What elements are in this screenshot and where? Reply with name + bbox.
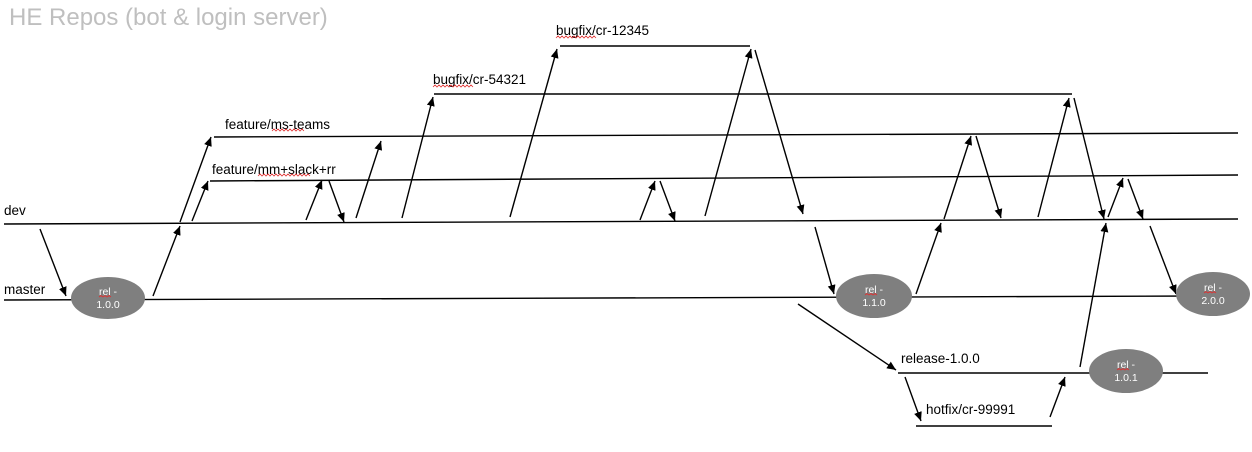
- arrow-master-to-release: [797, 303, 897, 371]
- arrow-dev-to-mm-2: [305, 179, 323, 221]
- label-dev: dev: [4, 203, 26, 218]
- arrow-master-to-dev-2: [915, 222, 942, 295]
- branch-line-feature-mm: [209, 174, 1239, 182]
- arrow-hotfix-to-release: [1049, 376, 1066, 418]
- branch-line-feature-ms-teams: [213, 132, 1239, 138]
- label-bugfix-12345: bugfix/cr-12345: [556, 23, 649, 38]
- tag-rel-1-1-0: rel - 1.1.0: [836, 274, 912, 318]
- arrow-dev-to-bugfix-12345: [509, 48, 559, 218]
- arrow-bugfix-12345-to-dev: [754, 49, 805, 215]
- tag-rel-1-0-1-line2: 1.0.1: [1114, 372, 1138, 384]
- tag-rel-2-0-0-line1: rel -: [1204, 282, 1223, 294]
- tag-rel-1-1-0-line2: 1.1.0: [862, 297, 886, 309]
- label-hotfix: hotfix/cr-99991: [926, 402, 1015, 417]
- spellcheck-underlines: [257, 35, 597, 177]
- label-feature-mm: feature/mm+slack+rr: [212, 162, 336, 177]
- label-feature-ms-teams: feature/ms-teams: [225, 117, 330, 132]
- label-release: release-1.0.0: [901, 351, 980, 366]
- branch-line-dev: [3, 218, 1239, 225]
- arrow-master-to-dev: [152, 225, 181, 297]
- arrow-mm-to-dev-3: [1127, 178, 1144, 220]
- label-master: master: [4, 282, 46, 297]
- arrow-release-to-hotfix: [904, 376, 922, 422]
- arrow-bugfix-54321-to-dev: [1073, 97, 1106, 220]
- arrow-dev-to-master-3: [1149, 225, 1177, 295]
- arrow-dev-to-ms-teams-3: [943, 135, 973, 220]
- arrow-dev-to-mm: [191, 180, 209, 222]
- tag-rel-2-0-0: rel - 2.0.0: [1176, 272, 1250, 316]
- arrow-dev-to-bugfix-12345-2: [704, 48, 753, 217]
- tag-rel-1-1-0-line1: rel -: [865, 284, 884, 296]
- tag-rel-1-0-0-line1: rel -: [99, 286, 118, 298]
- tag-rel-1-0-0-line2: 1.0.0: [96, 299, 120, 311]
- tag-rel-1-0-1-line1: rel -: [1117, 359, 1136, 371]
- arrow-dev-to-master-2: [814, 226, 836, 295]
- tag-rel-1-0-0: rel - 1.0.0: [71, 277, 145, 319]
- diagram-title: HE Repos (bot & login server): [9, 4, 328, 31]
- arrow-dev-to-ms-teams: [179, 136, 212, 223]
- arrow-dev-to-bugfix-54321-2: [1037, 97, 1071, 218]
- arrow-dev-to-ms-teams-2: [355, 140, 383, 219]
- label-bugfix-54321: bugfix/cr-54321: [433, 72, 526, 87]
- arrow-mm-to-dev: [328, 180, 345, 223]
- tag-rel-2-0-0-line2: 2.0.0: [1201, 295, 1225, 307]
- arrow-dev-to-bugfix-54321: [401, 96, 435, 219]
- branch-line-master: [3, 295, 1201, 301]
- arrow-ms-teams-to-dev: [975, 135, 1003, 219]
- arrow-dev-to-mm-3: [639, 180, 656, 221]
- arrow-dev-to-master: [39, 228, 67, 297]
- merge-arrows: [39, 48, 1177, 422]
- arrow-release-to-dev: [1079, 222, 1109, 368]
- arrow-dev-to-mm-4: [1107, 177, 1124, 218]
- arrow-mm-to-dev-2: [659, 180, 676, 222]
- tag-rel-1-0-1: rel - 1.0.1: [1089, 349, 1163, 393]
